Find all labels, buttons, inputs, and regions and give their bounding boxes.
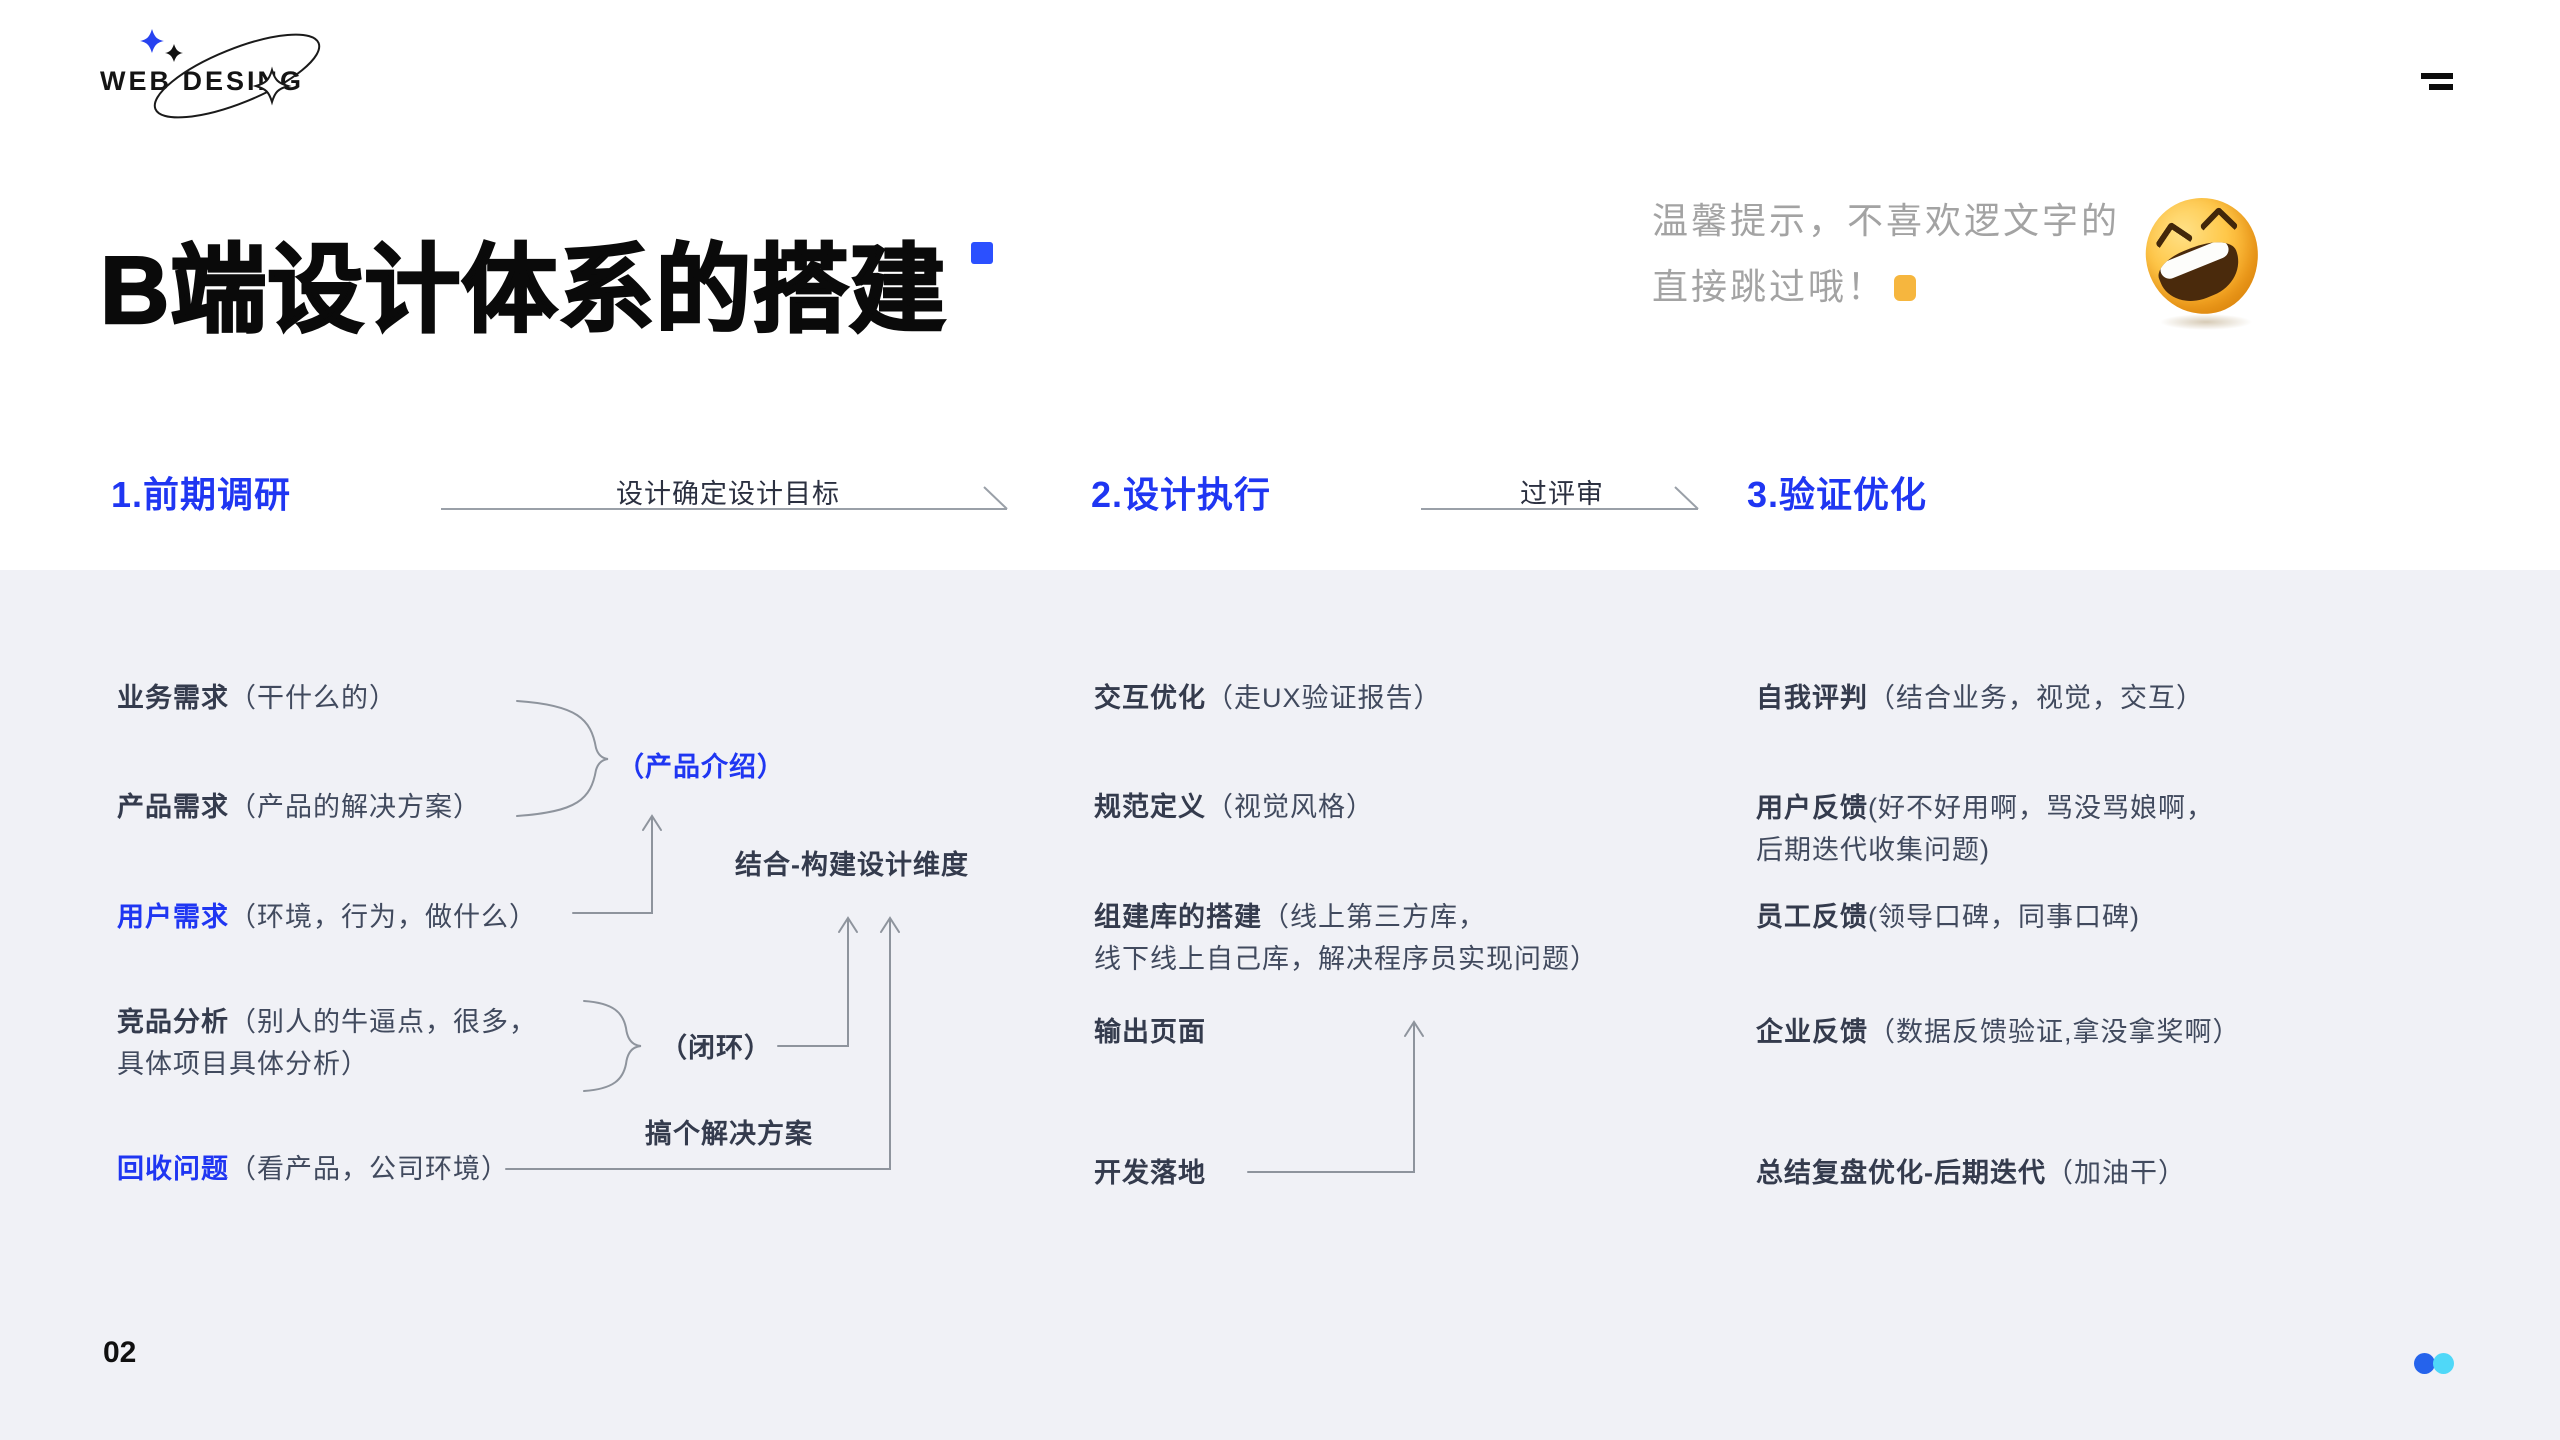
item-detail: 具体项目具体分析） — [117, 1049, 369, 1079]
item-line: 线下线上自己库，解决程序员实现问题） — [1094, 938, 1598, 980]
list-item: 自我评判（结合业务，视觉，交互） — [1756, 677, 2204, 719]
list-item: 用户需求（环境，行为，做什么） — [117, 896, 537, 938]
page-title: B端设计体系的搭建 — [99, 236, 947, 346]
item-detail: （线上第三方库， — [1262, 902, 1486, 932]
annotation-solution: 搞个解决方案 — [645, 1119, 813, 1149]
item-term: 输出页面 — [1094, 1017, 1206, 1047]
list-item: 企业反馈（数据反馈验证,拿没拿奖啊） — [1756, 1011, 2241, 1053]
item-line: 竞品分析（别人的牛逼点，很多， — [117, 1001, 537, 1043]
tip-orange-square — [1894, 275, 1917, 301]
step-1-research: 1.前期调研 — [111, 474, 292, 515]
item-term: 产品需求 — [117, 792, 229, 822]
item-detail: （别人的牛逼点，很多， — [229, 1007, 537, 1037]
step-2-execution: 2.设计执行 — [1091, 474, 1272, 515]
list-item: 规范定义（视觉风格） — [1094, 786, 1374, 828]
logo-text[interactable]: WEB DESING — [100, 66, 305, 96]
item-term: 业务需求 — [117, 683, 229, 713]
item-term: 规范定义 — [1094, 792, 1206, 822]
item-detail: （数据反馈验证,拿没拿奖啊） — [1868, 1017, 2241, 1047]
item-line: 具体项目具体分析） — [117, 1043, 537, 1085]
item-line: 组建库的搭建（线上第三方库， — [1094, 896, 1598, 938]
step-3-validation: 3.验证优化 — [1747, 474, 1928, 515]
item-line: 后期迭代收集问题) — [1756, 829, 2214, 871]
menu-bar — [2429, 84, 2453, 90]
pagination-dot-cyan[interactable] — [2433, 1353, 2454, 1374]
list-item: 业务需求（干什么的） — [117, 677, 397, 719]
tip-line1: 温馨提示，不喜欢逻文字的 — [1652, 200, 2121, 241]
tip-line2: 直接跳过哦！ — [1652, 266, 1887, 307]
emoji-shadow — [2160, 314, 2252, 330]
list-item: 产品需求（产品的解决方案） — [117, 786, 481, 828]
item-term: 用户反馈 — [1756, 793, 1868, 823]
tip-note: 温馨提示，不喜欢逻文字的 直接跳过哦！ — [1652, 188, 2120, 320]
list-item: 总结复盘优化-后期迭代（加油干） — [1756, 1152, 2186, 1194]
list-item: 组建库的搭建（线上第三方库， 线下线上自己库，解决程序员实现问题） — [1094, 896, 1598, 980]
page-number: 02 — [103, 1336, 137, 1369]
laughing-emoji-icon — [2140, 192, 2264, 330]
transition-label-1: 设计确定设计目标 — [616, 479, 840, 509]
item-term: 回收问题 — [117, 1154, 229, 1184]
item-term: 组建库的搭建 — [1094, 902, 1262, 932]
item-line: 用户反馈(好不好用啊，骂没骂娘啊， — [1756, 787, 2214, 829]
annotation-product-intro: （产品介绍） — [617, 752, 785, 782]
item-detail: （产品的解决方案） — [229, 792, 481, 822]
title-dot — [971, 242, 993, 264]
list-item: 用户反馈(好不好用啊，骂没骂娘啊， 后期迭代收集问题) — [1756, 787, 2214, 871]
transition-label-2: 过评审 — [1520, 479, 1604, 509]
annotation-combine: 结合-构建设计维度 — [735, 850, 969, 880]
item-term: 用户需求 — [117, 902, 229, 932]
annotation-closed-loop: （闭环） — [660, 1033, 772, 1063]
item-detail: （环境，行为，做什么） — [229, 902, 537, 932]
item-detail: (领导口碑，同事口碑) — [1868, 902, 2140, 932]
item-term: 员工反馈 — [1756, 902, 1868, 932]
list-item: 交互优化（走UX验证报告） — [1094, 677, 1442, 719]
menu-bar — [2421, 73, 2453, 79]
item-detail: 线下线上自己库，解决程序员实现问题） — [1094, 944, 1598, 974]
item-detail: （加油干） — [2046, 1158, 2186, 1188]
pagination-dot-blue[interactable] — [2414, 1353, 2435, 1374]
emoji-face — [2140, 192, 2264, 320]
item-term: 企业反馈 — [1756, 1017, 1868, 1047]
item-term: 总结复盘优化-后期迭代 — [1756, 1158, 2046, 1188]
item-term: 竞品分析 — [117, 1007, 229, 1037]
item-detail: （视觉风格） — [1206, 792, 1374, 822]
item-detail: 后期迭代收集问题) — [1756, 835, 1990, 865]
item-detail: （干什么的） — [229, 683, 397, 713]
sparkle-black-icon — [165, 44, 183, 62]
item-detail: (好不好用啊，骂没骂娘啊， — [1868, 793, 2214, 823]
hamburger-menu-icon[interactable] — [2417, 66, 2457, 98]
list-item: 员工反馈(领导口碑，同事口碑) — [1756, 896, 2140, 938]
list-item: 回收问题（看产品，公司环境） — [117, 1148, 509, 1190]
item-detail: （看产品，公司环境） — [229, 1154, 509, 1184]
item-detail: （结合业务，视觉，交互） — [1868, 683, 2204, 713]
item-detail: （走UX验证报告） — [1206, 683, 1442, 713]
content-panel — [0, 570, 2560, 1440]
item-term: 开发落地 — [1094, 1158, 1206, 1188]
item-term: 自我评判 — [1756, 683, 1868, 713]
list-item: 竞品分析（别人的牛逼点，很多， 具体项目具体分析） — [117, 1001, 537, 1085]
sparkle-blue-icon — [140, 29, 164, 53]
list-item: 开发落地 — [1094, 1152, 1206, 1194]
list-item: 输出页面 — [1094, 1011, 1206, 1053]
item-term: 交互优化 — [1094, 683, 1206, 713]
